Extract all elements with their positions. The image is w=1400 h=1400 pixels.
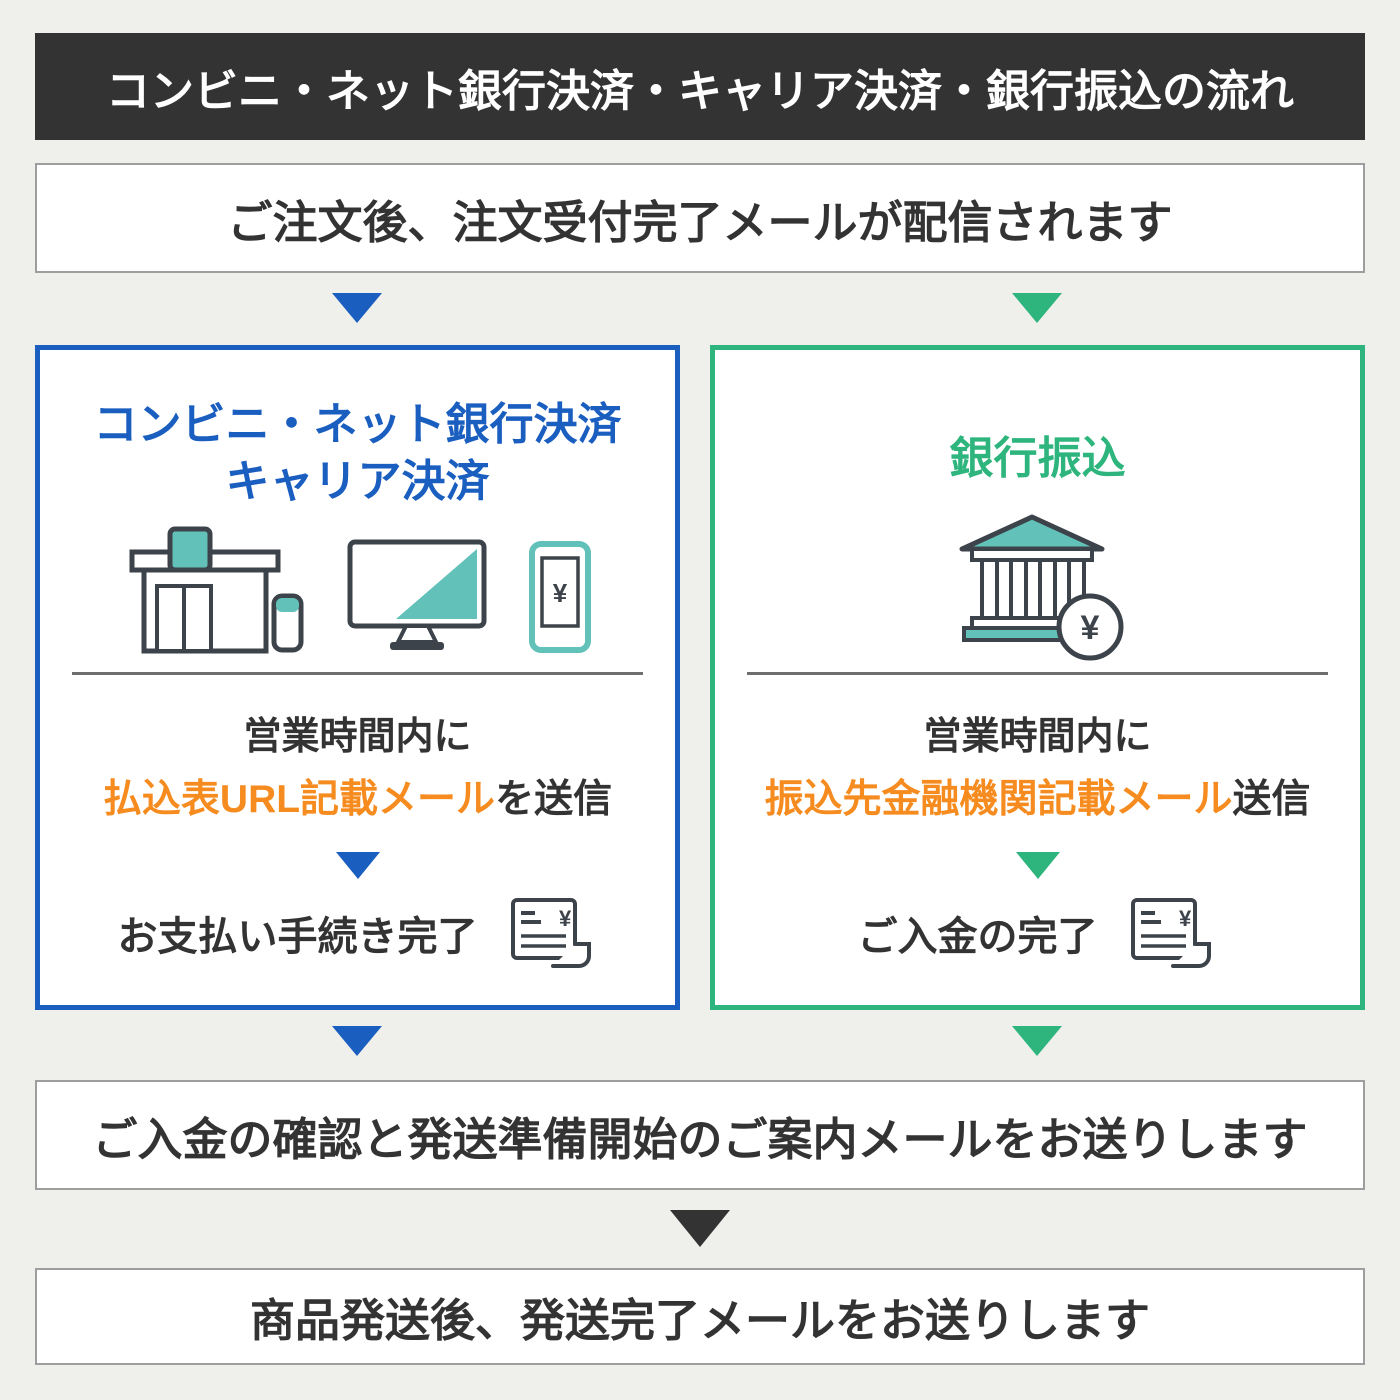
yen-symbol: ¥ [552,578,567,608]
right-mail-highlight: 振込先金融機関記載メール [764,778,1233,821]
right-panel-arrow-icon [1015,852,1060,879]
left-mail-suffix: を送信 [495,778,613,821]
confirm-mail-step: ご入金の確認と発送準備開始のご案内メールをお送りします [35,1080,1365,1190]
flow-arrow-green-top-icon [1012,293,1062,323]
header-bar: コンビニ・ネット銀行決済・キャリア決済・銀行振込の流れ [35,33,1365,140]
left-mail-line: 払込表URL記載メールを送信 [40,768,675,824]
order-mail-step: ご注文後、注文受付完了メールが配信されます [35,163,1365,273]
flow-arrow-center-icon [670,1210,730,1247]
confirm-mail-text: ご入金の確認と発送準備開始のご案内メールをお送りします [92,1113,1308,1165]
order-mail-text: ご注文後、注文受付完了メールが配信されます [227,196,1173,248]
convenience-payment-panel: コンビニ・ネット銀行決済 キャリア決済 [35,345,680,1010]
right-done-row: ご入金の完了 ¥ [715,893,1360,973]
left-panel-divider [71,672,644,675]
right-panel-divider [747,672,1328,675]
flow-arrow-green-bottom-icon [1012,1026,1062,1056]
left-done-row: お支払い手続き完了 ¥ [40,893,675,973]
left-mail-highlight: 払込表URL記載メール [102,778,496,821]
yen-symbol: ¥ [1080,609,1099,647]
bank-transfer-panel: 銀行振込 ¥ 営業時間内に 振込先金融機関記載メール送 [710,345,1365,1010]
header-title: コンビニ・ネット銀行決済・キャリア決済・銀行振込の流れ [106,66,1294,116]
right-hours-text: 営業時間内に [923,716,1152,758]
flow-arrow-blue-top-icon [332,293,382,323]
right-panel-title: 銀行振込 [950,430,1126,487]
left-panel-title: コンビニ・ネット銀行決済 キャリア決済 [94,396,622,510]
right-done-text: ご入金の完了 [857,915,1098,959]
pc-monitor-icon [347,539,486,651]
right-panel-title-line1: 銀行振込 [949,434,1126,483]
left-panel-title-line1: コンビニ・ネット銀行決済 [93,400,622,449]
smartphone-icon: ¥ [528,541,591,654]
shipped-mail-text: 商品発送後、発送完了メールをお送りします [249,1295,1150,1346]
receipt-icon: ¥ [1130,898,1211,968]
right-mail-line: 振込先金融機関記載メール送信 [715,768,1360,824]
right-panel-top: 銀行振込 ¥ [715,350,1360,672]
bank-icon: ¥ [959,514,1123,661]
flow-arrow-blue-bottom-icon [332,1026,382,1056]
right-panel-icons: ¥ [952,511,1124,663]
yen-symbol: ¥ [559,906,572,931]
shipped-mail-step: 商品発送後、発送完了メールをお送りします [35,1268,1365,1365]
receipt-icon: ¥ [510,898,591,968]
right-mail-suffix: 送信 [1232,778,1311,821]
left-hours-text: 営業時間内に [243,716,472,758]
convenience-store-icon [129,526,303,654]
left-panel-top: コンビニ・ネット銀行決済 キャリア決済 [40,350,675,672]
left-panel-title-line2: キャリア決済 [225,457,490,507]
left-panel-arrow-icon [335,852,380,879]
left-panel-icons: ¥ [124,522,592,654]
yen-symbol: ¥ [1179,906,1192,931]
left-done-text: お支払い手続き完了 [117,915,478,959]
